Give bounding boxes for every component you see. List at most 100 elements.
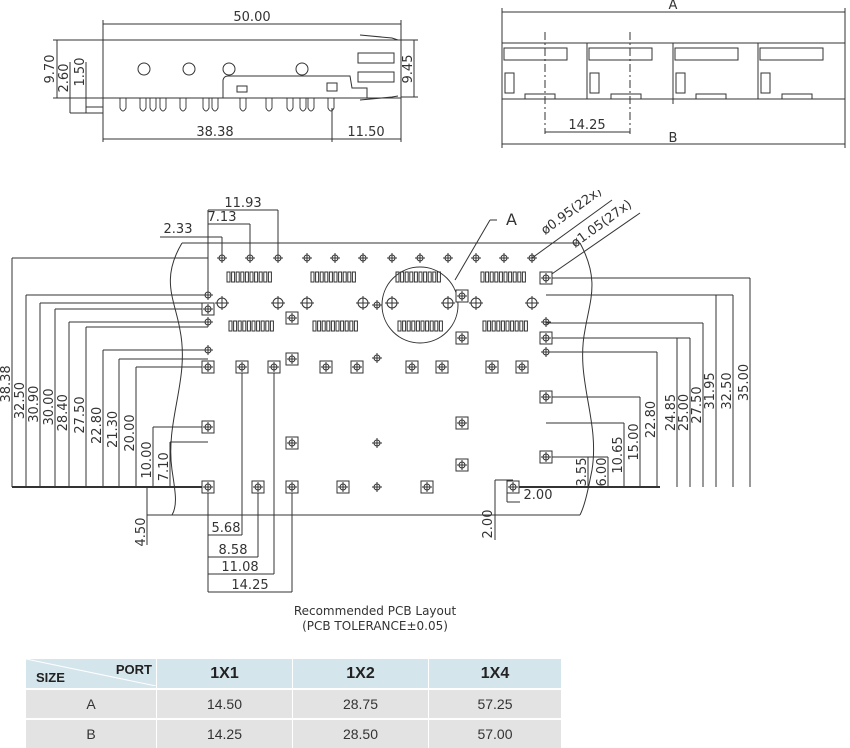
dim-left-label: 30.90 (27, 386, 42, 423)
contact-row-icon (310, 271, 356, 283)
square-pad-icon (506, 480, 520, 494)
dim-left-label: 27.50 (73, 396, 88, 433)
table-header-row: PORT SIZE 1X1 1X2 1X4 (26, 659, 562, 689)
dim-right-label: 10.65 (611, 436, 626, 473)
square-pad-icon (235, 360, 249, 374)
dim-height-a: 2.60 (57, 64, 72, 93)
small-hole-icon (387, 253, 397, 263)
contact-row-icon (226, 271, 272, 283)
row-label: A (26, 688, 157, 719)
small-hole-icon (203, 345, 213, 355)
small-hole-icon (372, 300, 382, 310)
table-header-1x1: 1X1 (156, 659, 293, 689)
size-table: PORT SIZE 1X1 1X2 1X4 A 14.50 28.75 57.2… (26, 659, 562, 748)
dim-bottom-8-58: 8.58 (219, 543, 248, 558)
large-hole-icon (215, 296, 229, 310)
small-hole-icon (273, 253, 283, 263)
small-hole-icon (358, 253, 368, 263)
contact-row-icon (228, 320, 274, 332)
table-cell: 57.25 (428, 688, 562, 719)
contact-row-icon (312, 320, 358, 332)
square-pad-icon (201, 360, 215, 374)
dim-right-label: 6.00 (595, 458, 610, 487)
square-pad-icon (285, 352, 299, 366)
dim-overall-length: 50.00 (233, 10, 270, 25)
corner-port-label: PORT (115, 662, 152, 677)
dim-front-offset: 11.50 (347, 125, 384, 140)
dim-top-11-93: 11.93 (224, 196, 261, 211)
dim-right-label: 22.80 (644, 401, 659, 438)
small-hole-icon (217, 253, 227, 263)
square-pad-icon (539, 271, 553, 285)
small-hole-icon (541, 317, 551, 327)
square-pad-icon (455, 289, 469, 303)
table-cell: 14.25 (156, 718, 293, 748)
dim-left-label: 32.50 (13, 382, 28, 419)
square-pad-icon (350, 360, 364, 374)
dim-right-2-00-v: 2.00 (481, 510, 496, 539)
dim-left-label: 22.80 (90, 407, 105, 444)
dim-left-4-50: 4.50 (134, 518, 149, 547)
dim-top-7-13: 7.13 (208, 210, 237, 225)
row-label: B (26, 718, 157, 748)
square-pad-icon (420, 480, 434, 494)
dim-top-2-33: 2.33 (164, 222, 193, 237)
caption-tolerance: (PCB TOLERANCE±0.05) (302, 619, 448, 633)
small-hole-icon (471, 253, 481, 263)
table-row: A 14.50 28.75 57.25 (26, 688, 562, 719)
small-hole-icon (499, 253, 509, 263)
square-pad-icon (435, 360, 449, 374)
dim-right-label: 3.55 (575, 458, 590, 487)
pcb-layout-drawing: 11.93 7.13 2.33 A ø0.95(22x) ø1.05(27x) … (0, 190, 752, 593)
small-hole-icon (372, 438, 382, 448)
square-pad-icon (201, 302, 215, 316)
dim-port-pitch: 14.25 (568, 118, 605, 133)
small-hole-icon (302, 253, 312, 263)
dim-width-a: A (669, 0, 678, 13)
square-pad-icon (539, 450, 553, 464)
square-pad-icon (405, 360, 419, 374)
square-pad-icon (285, 436, 299, 450)
dim-right-label: 32.50 (720, 372, 735, 409)
small-hole-icon (443, 253, 453, 263)
dim-right-label: 35.00 (737, 364, 752, 401)
large-hole-icon (271, 296, 285, 310)
square-pad-icon (319, 360, 333, 374)
contact-row-icon (397, 320, 443, 332)
dim-right-label: 27.50 (690, 386, 705, 423)
small-hole-icon (330, 253, 340, 263)
contact-row-icon (395, 271, 441, 283)
side-view-drawing: 50.00 38.38 11.50 9.70 2.60 1.50 9.45 (43, 10, 418, 142)
dim-height-b: 1.50 (73, 58, 88, 87)
table-cell: 14.50 (156, 688, 293, 719)
dim-height-right: 9.45 (401, 55, 416, 84)
dim-left-label: 28.40 (56, 394, 71, 431)
square-pad-icon (455, 458, 469, 472)
square-pad-icon (201, 480, 215, 494)
square-pad-icon (539, 390, 553, 404)
dim-bottom-14-25: 14.25 (231, 578, 268, 593)
dim-right-label: 25.00 (677, 394, 692, 431)
large-hole-icon (385, 296, 399, 310)
dim-left-label: 7.10 (157, 452, 172, 481)
square-pad-icon (251, 480, 265, 494)
square-pad-icon (485, 360, 499, 374)
pcb-caption: Recommended PCB Layout (PCB TOLERANCE±0.… (250, 604, 500, 634)
dim-left-label: 30.00 (42, 388, 57, 425)
table-header-1x4: 1X4 (428, 659, 562, 689)
dim-right-2-00-h: 2.00 (524, 488, 553, 503)
large-hole-icon (441, 296, 455, 310)
dim-right-label: 15.00 (627, 423, 642, 460)
large-hole-icon (356, 296, 370, 310)
contact-row-icon (482, 320, 528, 332)
dim-left-label: 20.00 (123, 414, 138, 451)
square-pad-icon (201, 420, 215, 434)
square-pad-icon (285, 480, 299, 494)
square-pad-icon (336, 480, 350, 494)
detail-label: A (506, 210, 517, 229)
front-view-drawing: A B 14.25 (501, 0, 846, 148)
square-pad-icon (455, 416, 469, 430)
dim-width-b: B (669, 131, 678, 146)
dim-bottom-5-68: 5.68 (212, 521, 241, 536)
small-hole-icon (415, 253, 425, 263)
